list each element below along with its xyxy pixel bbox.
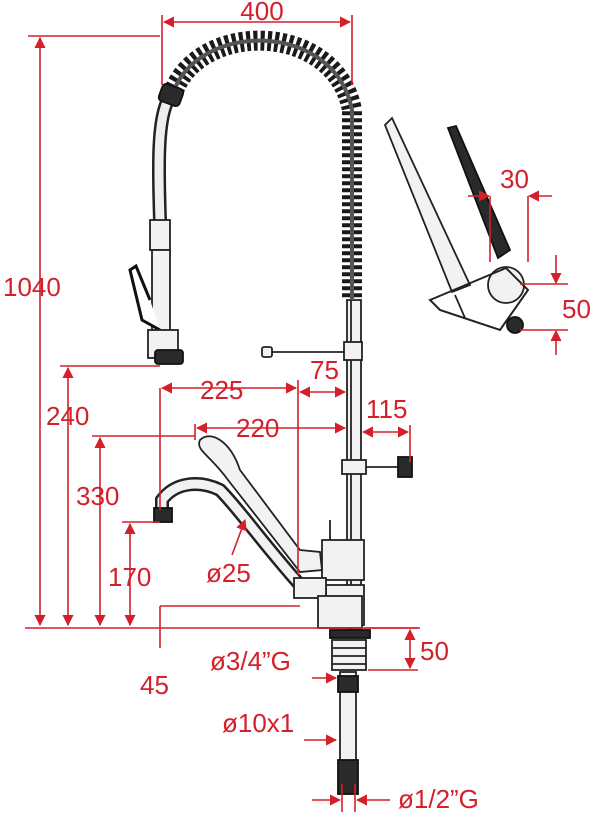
dim-400: 400 xyxy=(240,0,283,26)
dim-240: 240 xyxy=(46,401,89,431)
handle-detail xyxy=(383,116,530,334)
dim-330: 330 xyxy=(76,481,119,511)
dim-thread-1-2: ø1/2”G xyxy=(398,784,479,814)
dim-detail-30: 30 xyxy=(500,164,529,194)
dim-base-50: 50 xyxy=(420,636,449,666)
dim-75: 75 xyxy=(310,355,339,385)
dim-115: 115 xyxy=(366,394,407,424)
faucet-body xyxy=(128,30,413,795)
dim-thread-3-4: ø3/4”G xyxy=(210,646,291,676)
dim-1040: 1040 xyxy=(3,272,61,302)
dim-hose-10x1: ø10x1 xyxy=(222,708,294,738)
dim-170: 170 xyxy=(108,562,151,592)
dim-220: 220 xyxy=(236,413,279,443)
dim-spout-diameter: ø25 xyxy=(206,558,251,588)
dimension-lines xyxy=(25,15,568,812)
dimension-labels: 400 1040 240 330 170 225 75 220 115 ø25 … xyxy=(3,0,591,814)
dim-45: 45 xyxy=(140,670,169,700)
spring-coil xyxy=(162,30,362,300)
dim-225: 225 xyxy=(200,375,243,405)
dim-detail-50: 50 xyxy=(562,294,591,324)
